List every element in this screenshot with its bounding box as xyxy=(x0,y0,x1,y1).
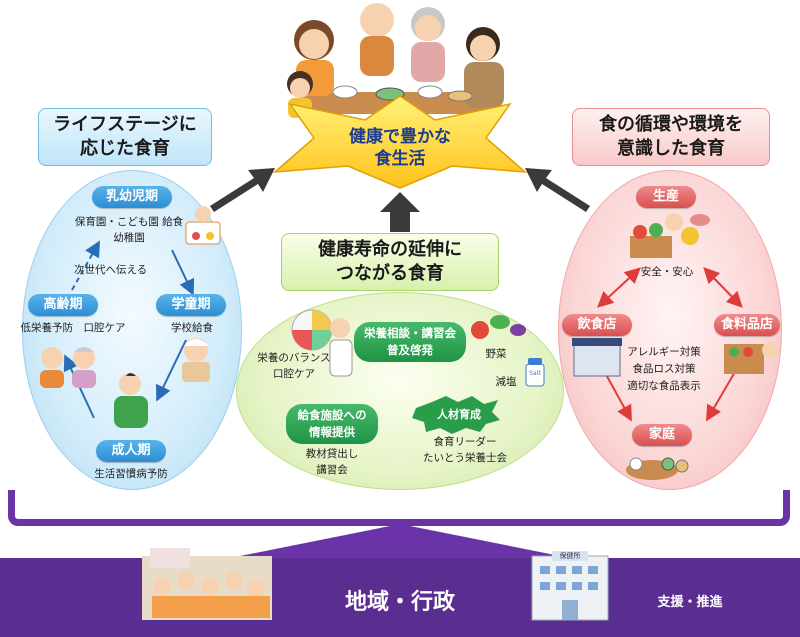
infant-desc-line1: 保育園・こども園 給食 xyxy=(74,216,184,228)
measure-labeling: 適切な食品表示 xyxy=(627,380,701,392)
salt-reduction-label: 減塩 xyxy=(495,376,517,388)
health-center-sign: 保健所 xyxy=(552,551,588,561)
star-line1: 健康で豊かな xyxy=(349,127,451,147)
elderly-desc: 低栄養予防 口腔ケア xyxy=(20,322,126,334)
health-center-building-icon xyxy=(531,555,609,621)
life-stage-title: ライフステージに 応じた食育 xyxy=(38,108,212,166)
food-title-line2: 意識した食育 xyxy=(617,138,725,159)
stage-home: 家庭 xyxy=(632,424,692,446)
measure-allergy: アレルギー対策 xyxy=(627,346,701,358)
pill2-desc-line2: 講習会 xyxy=(316,464,348,476)
school-desc: 学校給食 xyxy=(171,322,213,334)
center-star-shape xyxy=(272,95,528,189)
healthy-life-title: 健康寿命の延伸に つながる食育 xyxy=(281,233,499,291)
life-title-line1: ライフステージに xyxy=(53,114,197,135)
food-title-line1: 食の循環や環境を xyxy=(599,114,743,135)
bottom-bracket xyxy=(8,490,790,526)
pill2-desc-line1: 教材貸出し xyxy=(305,448,359,460)
dark-arrows xyxy=(210,168,590,232)
pill2-line1: 給食施設への xyxy=(297,408,367,422)
adult-man-icon xyxy=(114,373,148,428)
produce-icon xyxy=(630,213,710,258)
measure-food-loss: 食品ロス対策 xyxy=(632,363,696,375)
pill1-line2: 普及啓発 xyxy=(387,343,433,357)
right-to-star-arrow xyxy=(525,168,590,212)
dietitian-icon xyxy=(329,318,353,377)
salt-shaker-icon xyxy=(525,358,545,387)
stage-production: 生産 xyxy=(636,186,696,208)
adult-desc: 生活習慣病予防 xyxy=(94,468,168,480)
center-title-line2: つながる食育 xyxy=(336,263,444,284)
school-child-icon xyxy=(182,338,210,382)
balance-line2: 口腔ケア xyxy=(273,368,315,380)
star-line2: 食生活 xyxy=(374,149,426,169)
center-title-line1: 健康寿命の延伸に xyxy=(318,239,462,260)
infant-desc: 保育園・こども園 給食 幼稚園 xyxy=(70,214,188,246)
vegetables-icon xyxy=(471,315,526,339)
stage-restaurant: 飲食店 xyxy=(562,314,632,336)
balance-line1: 栄養のバランス xyxy=(257,352,331,364)
infant-meal-icon xyxy=(185,206,221,245)
community-government-title: 地域・行政 xyxy=(344,590,455,615)
support-promotion-label: 支援・推進 xyxy=(657,595,723,610)
pill2-line2: 情報提供 xyxy=(309,425,355,439)
vegetables-label: 野菜 xyxy=(485,348,507,360)
burst-desc-line2: たいとう栄養士会 xyxy=(423,452,507,464)
stage-infant: 乳幼児期 xyxy=(92,186,172,208)
home-meal-icon xyxy=(626,457,689,480)
stage-school: 学童期 xyxy=(156,294,226,316)
stage-grocery: 食料品店 xyxy=(714,314,780,336)
community-people-icon xyxy=(142,548,272,620)
consultation-pill: 栄養相談・講習会 普及啓発 xyxy=(354,322,466,362)
life-title-line2: 応じた食育 xyxy=(80,138,170,159)
family-illustration-icon xyxy=(287,3,504,118)
measures-list: アレルギー対策 食品ロス対策 適切な食品表示 xyxy=(612,344,716,395)
nutrition-balance-icon xyxy=(291,309,333,351)
stage-elderly: 高齢期 xyxy=(28,294,98,316)
left-to-star-arrow xyxy=(210,168,275,212)
facility-info-pill: 給食施設への 情報提供 xyxy=(286,404,378,444)
production-desc: 安全・安心 xyxy=(640,266,694,278)
community-band xyxy=(0,558,800,637)
salt-shaker-text: Salt xyxy=(529,370,541,377)
talent-burst-shape xyxy=(412,396,500,434)
facility-desc: 教材貸出し 講習会 xyxy=(292,446,372,478)
bottom-up-arrow xyxy=(230,524,570,558)
next-gen-label: 次世代へ伝える xyxy=(74,264,148,276)
talent-desc: 食育リーダー たいとう栄養士会 xyxy=(412,434,518,466)
pill1-line1: 栄養相談・講習会 xyxy=(364,326,456,340)
center-star-text: 健康で豊かな 食生活 xyxy=(330,126,470,170)
balance-label: 栄養のバランス 口腔ケア xyxy=(246,350,342,382)
elderly-couple-icon xyxy=(40,347,96,388)
center-to-star-arrow xyxy=(380,192,420,232)
stage-adult: 成人期 xyxy=(96,440,166,462)
food-cycle-title: 食の循環や環境を 意識した食育 xyxy=(572,108,770,166)
restaurant-icon xyxy=(572,338,622,377)
infant-desc-line2: 幼稚園 xyxy=(113,232,145,244)
talent-burst-text: 人材育成 xyxy=(437,408,481,421)
grocery-store-icon xyxy=(724,342,778,374)
burst-desc-line1: 食育リーダー xyxy=(433,436,497,448)
